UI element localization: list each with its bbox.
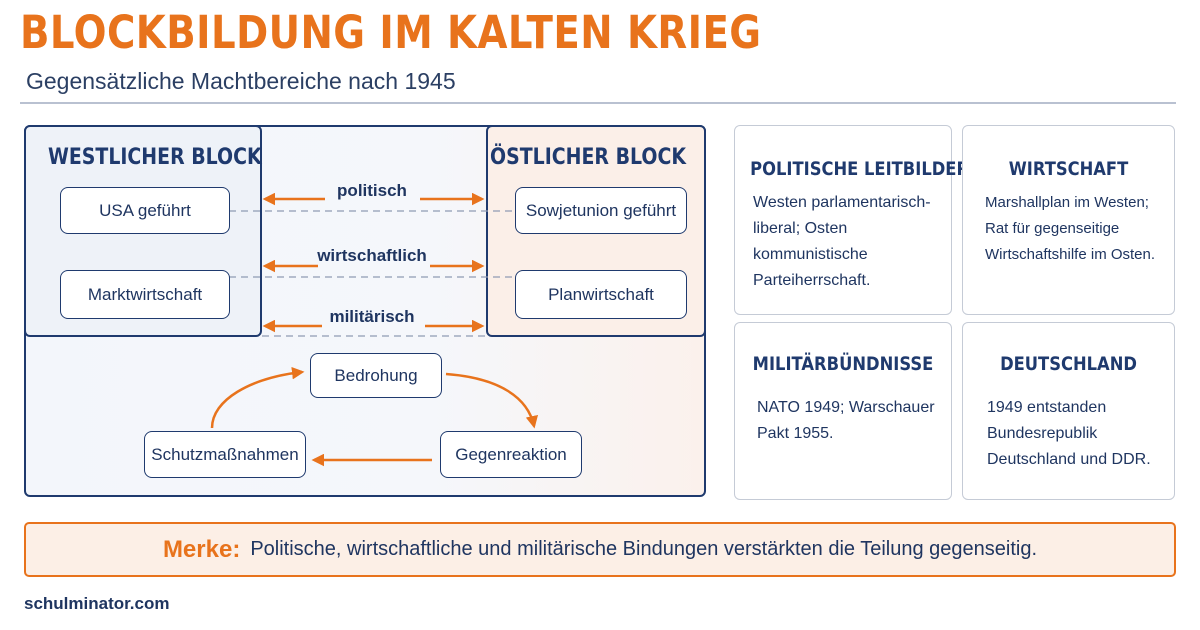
card-politische-leitbilder: POLITISCHE LEITBILDER Westen parlamentar… xyxy=(734,125,970,315)
page-title: BLOCKBILDUNG IM KALTEN KRIEG xyxy=(20,6,762,59)
card-militaerbuendnisse: MILITÄRBÜNDNISSE NATO 1949; Warschauer P… xyxy=(734,322,952,500)
card-text: NATO 1949; Warschauer Pakt 1955. xyxy=(757,399,935,442)
node-sowjetunion: Sowjetunion geführt xyxy=(515,187,687,234)
west-block-title: WESTLICHER BLOCK xyxy=(48,145,262,170)
node-usa: USA geführt xyxy=(60,187,230,234)
card-text: Westen parlamentarisch-liberal; Osten ko… xyxy=(753,194,931,289)
node-planwirtschaft: Planwirtschaft xyxy=(515,270,687,319)
footer-source[interactable]: schulminator.com xyxy=(24,594,170,613)
east-block-title: ÖSTLICHER BLOCK xyxy=(490,145,686,170)
card-title: MILITÄRBÜNDNISSE xyxy=(752,353,934,375)
cycle-node-gegenreaktion: Gegenreaktion xyxy=(440,431,582,478)
link-label-military: militärisch xyxy=(329,307,415,326)
page-subtitle: Gegensätzliche Machtbereiche nach 1945 xyxy=(26,68,456,94)
card-text: 1949 entstanden Bundesrepublik Deutschla… xyxy=(987,399,1151,468)
card-deutschland: DEUTSCHLAND 1949 entstanden Bundesrepubl… xyxy=(962,322,1175,500)
header-divider xyxy=(20,102,1176,104)
card-text: Marshallplan im Westen; Rat für gegensei… xyxy=(985,194,1156,263)
cycle-arrow-to-bedrohung xyxy=(210,366,305,429)
node-marktwirtschaft: Marktwirtschaft xyxy=(60,270,230,319)
link-label-economic: wirtschaftlich xyxy=(317,246,427,265)
cycle-node-bedrohung: Bedrohung xyxy=(310,353,442,398)
card-title: WIRTSCHAFT xyxy=(1008,158,1129,180)
merke-text: Politische, wirtschaftliche und militäri… xyxy=(250,538,1038,560)
merke-box: Merke: Politische, wirtschaftliche und m… xyxy=(24,522,1176,577)
merke-label: Merke: xyxy=(162,535,241,563)
card-title: POLITISCHE LEITBILDER xyxy=(750,158,970,180)
cycle-arrow-to-gegenreaktion xyxy=(445,372,539,429)
link-label-political: politisch xyxy=(337,181,407,200)
cycle-node-schutzmassnahmen: Schutzmaßnahmen xyxy=(144,431,306,478)
card-wirtschaft: WIRTSCHAFT Marshallplan im Westen; Rat f… xyxy=(962,125,1175,315)
card-title: DEUTSCHLAND xyxy=(1000,353,1137,375)
